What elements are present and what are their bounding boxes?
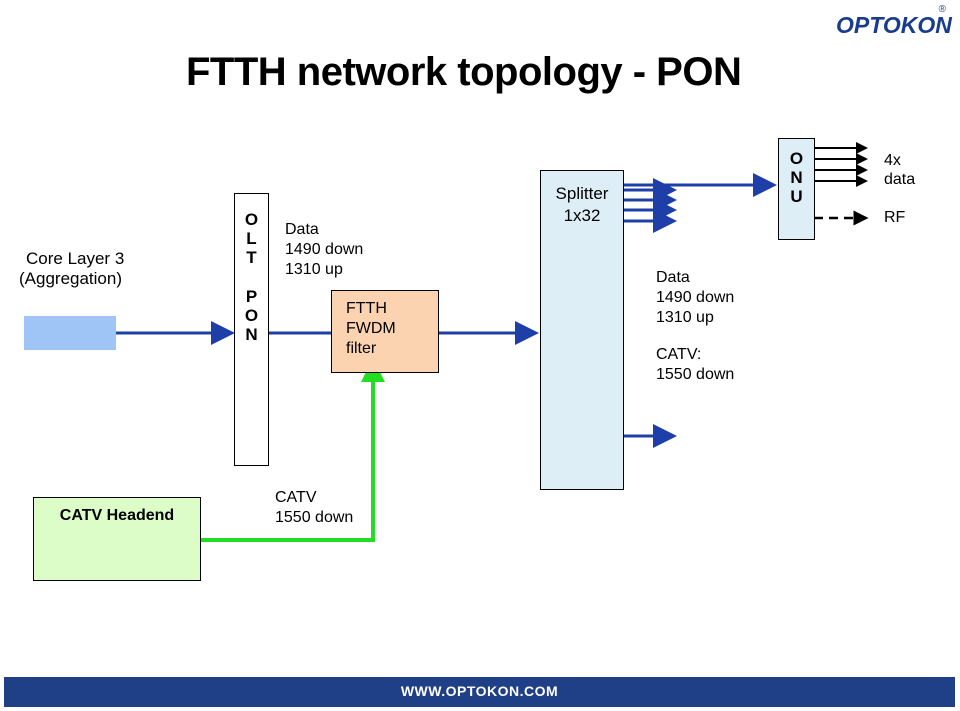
catv-headend-box: CATV Headend — [33, 497, 201, 581]
splitter-box: Splitter 1x32 — [540, 170, 624, 490]
registered-mark: ® — [938, 4, 946, 15]
fwdm-label: FTTH FWDM filter — [346, 300, 396, 357]
split-catv-text: CATV: 1550 down — [656, 346, 735, 383]
catv-signal-text: CATV 1550 down — [275, 489, 354, 526]
olt-box: O L T P O N — [234, 193, 269, 466]
link-catv-fwdm — [200, 358, 385, 542]
core-layer-block — [24, 316, 116, 350]
split-data-text: Data 1490 down 1310 up — [656, 269, 735, 326]
optokon-logo: OPTOKON ® — [836, 4, 952, 50]
logo-text: OPTOKON — [836, 12, 952, 38]
core-label-line1: Core Layer 3 — [26, 249, 125, 268]
core-label-line2: (Aggregation) — [19, 269, 123, 288]
catv-headend-label: CATV Headend — [59, 507, 175, 524]
onu-letters: O N U — [789, 149, 804, 206]
fwdm-filter-box: FTTH FWDM filter — [331, 290, 439, 373]
onu-box: O N U — [778, 138, 815, 240]
onu-rf-text: RF — [884, 209, 906, 226]
olt-top-letters: O L T — [244, 210, 259, 267]
core-layer-label: Core Layer 3 (Aggregation) — [19, 249, 125, 289]
olt-signal-text: Data 1490 down 1310 up — [285, 221, 364, 278]
footer-bar: WWW.OPTOKON.COM — [4, 677, 955, 707]
onu-data-text: 4x data — [884, 152, 916, 188]
splitter-label: Splitter 1x32 — [555, 184, 609, 225]
page-title: FTTH network topology - PON — [186, 50, 742, 94]
footer-url[interactable]: WWW.OPTOKON.COM — [400, 683, 559, 699]
pon-letters: P O N — [244, 287, 259, 344]
